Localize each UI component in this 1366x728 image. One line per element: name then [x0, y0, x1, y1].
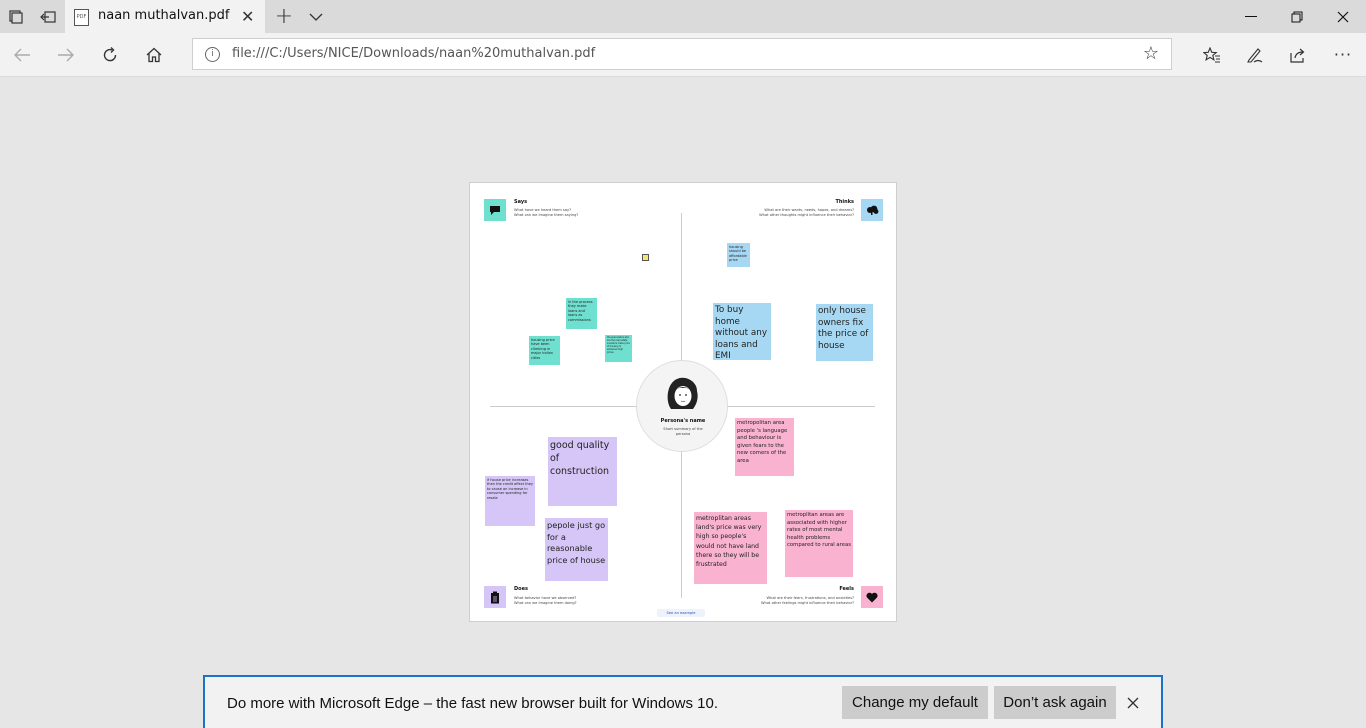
- persona-circle: Persona's name Short summary of the pers…: [636, 360, 728, 452]
- sticky-note: metroplitan areas land's price was very …: [694, 512, 767, 584]
- plus-icon[interactable]: +: [274, 4, 294, 29]
- does-title: Does: [514, 586, 528, 592]
- more-icon[interactable]: ···: [1333, 45, 1353, 64]
- favorites-icon[interactable]: [1190, 33, 1234, 76]
- clipboard-icon: [484, 586, 506, 608]
- tab-title: naan muthalvan.pdf: [98, 8, 230, 23]
- sticky-note: in the process they make loans and loans…: [566, 298, 597, 329]
- back-arrow-icon[interactable]: [0, 33, 44, 76]
- sticky-note: the speculators who are the real estate …: [605, 335, 632, 362]
- info-icon[interactable]: i: [205, 47, 220, 62]
- browser-tab[interactable]: PDF naan muthalvan.pdf ✕: [65, 0, 265, 33]
- sticky-note: metropolitan area people 's language and…: [735, 418, 794, 476]
- thinks-subtitle-2: What other thoughts might influence thei…: [759, 213, 854, 217]
- heart-icon: [861, 586, 883, 608]
- cloud-icon: [861, 199, 883, 221]
- sticky-note: metroplitan areas are associated with hi…: [785, 510, 853, 577]
- persona-summary: Short summary of the persona: [663, 427, 703, 436]
- says-subtitle-2: What can we imagine them saying?: [514, 213, 579, 217]
- does-subtitle-2: What can we imagine them doing?: [514, 601, 577, 605]
- notification-message: Do more with Microsoft Edge – the fast n…: [227, 695, 719, 712]
- forward-arrow-icon[interactable]: [44, 33, 88, 76]
- minimize-icon[interactable]: [1228, 0, 1274, 33]
- chevron-down-icon[interactable]: [300, 0, 332, 33]
- dont-ask-again-button[interactable]: Don’t ask again: [994, 686, 1116, 719]
- sticky-note: housing should be affordable price: [727, 243, 750, 267]
- change-default-button[interactable]: Change my default: [842, 686, 988, 719]
- sticky-note: housing price have been climbing in majo…: [529, 336, 560, 365]
- thinks-title: Thinks: [835, 199, 854, 205]
- persona-avatar-icon: [667, 377, 698, 409]
- thinks-subtitle-1: What are their wants, needs, hopes, and …: [764, 208, 854, 212]
- speech-bubble-icon: [484, 199, 506, 221]
- restore-icon[interactable]: [1274, 0, 1320, 33]
- tab-close-icon[interactable]: ✕: [241, 7, 255, 26]
- feels-subtitle-2: What other feelings might influence thei…: [760, 601, 854, 605]
- tab-actions-icon[interactable]: [0, 0, 32, 33]
- see-example-link[interactable]: See an example: [657, 609, 705, 617]
- refresh-icon[interactable]: [88, 33, 132, 76]
- navigation-bar: i file:///C:/Users/NICE/Downloads/naan%2…: [0, 33, 1366, 77]
- does-subtitle-1: What behavior have we observed?: [514, 596, 577, 600]
- close-icon[interactable]: [1320, 0, 1366, 33]
- sticky-note: pepole just go for a reasonable price of…: [545, 518, 608, 581]
- says-subtitle-1: What have we heard them say?: [514, 208, 572, 212]
- sticky-note: good quality of construction: [548, 437, 617, 506]
- home-icon[interactable]: [132, 33, 176, 76]
- yellow-marker: [642, 254, 649, 261]
- tab-bar: PDF naan muthalvan.pdf ✕ +: [0, 0, 1366, 33]
- sticky-note: To buy home without any loans and EMI: [713, 303, 771, 360]
- feels-title: Feels: [839, 586, 854, 592]
- share-icon[interactable]: [1277, 33, 1321, 76]
- pdf-icon: PDF: [74, 9, 89, 26]
- says-title: Says: [514, 199, 528, 205]
- sticky-note: only house owners fix the price of house: [816, 304, 873, 361]
- edge-notification-bar: Do more with Microsoft Edge – the fast n…: [203, 675, 1163, 728]
- address-url: file:///C:/Users/NICE/Downloads/naan%20m…: [232, 46, 596, 61]
- pdf-page: Says What have we heard them say? What c…: [469, 182, 897, 622]
- pen-icon[interactable]: [1233, 33, 1277, 76]
- set-aside-tabs-icon[interactable]: [32, 0, 64, 33]
- persona-name: Persona's name: [660, 418, 706, 424]
- address-bar[interactable]: i file:///C:/Users/NICE/Downloads/naan%2…: [192, 38, 1172, 70]
- sticky-note: if house price increases then the credit…: [485, 476, 535, 526]
- notification-close-icon[interactable]: [1127, 690, 1139, 714]
- star-icon[interactable]: ☆: [1142, 43, 1159, 64]
- feels-subtitle-1: What are their fears, frustrations, and …: [766, 596, 854, 600]
